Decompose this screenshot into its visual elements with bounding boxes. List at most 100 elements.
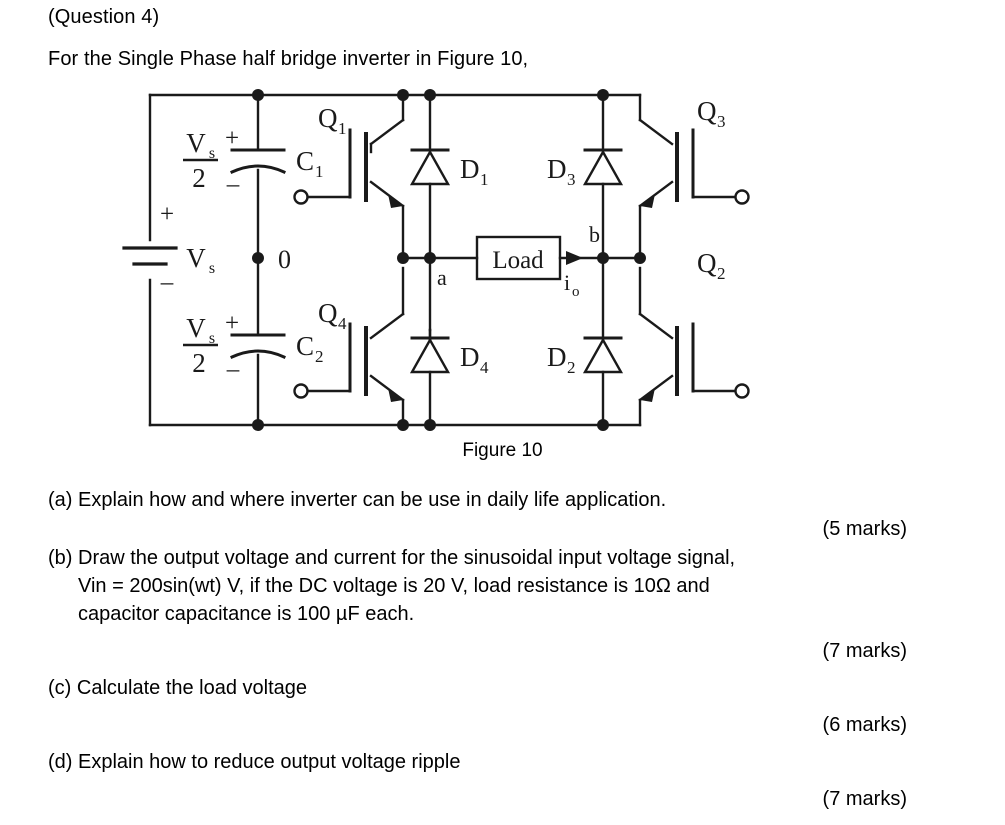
q1-collector-diagonal [369,118,405,146]
part-c-text: (c) Calculate the load voltage [48,677,308,699]
part-b-text-block: (b) Draw the output voltage and current … [0,544,1005,628]
transistor-q1-symbol: Q [318,103,338,133]
c2-plus-sign: + [225,310,239,337]
diode-d4-symbol: D [460,342,480,372]
q2-gate-terminal [734,383,750,399]
q4-emitter-arrow [388,388,403,402]
spacer-cd [0,740,1005,748]
half-voltage-bottom-numerator: V [186,313,206,343]
half-voltage-top-numerator-sub: s [209,145,215,162]
part-d-marks: (7 marks) [822,788,907,810]
part-d: (d) Explain how to reduce output voltage… [0,748,1005,814]
spacer-c [0,702,1005,710]
part-c: (c) Calculate the load voltage (6 marks) [0,674,1005,740]
capacitor-c1-plate-curved [230,164,286,174]
part-a-text: (a) Explain how and where inverter can b… [48,489,667,511]
figure-caption: Figure 10 [462,440,543,461]
q1-gate-terminal [293,189,309,205]
capacitor-c1-subscript: 1 [315,162,324,181]
c1-plus-sign: + [225,125,239,152]
q4-gate-terminal [293,383,309,399]
source-minus-sign: – [160,269,174,296]
c1-minus-sign: – [226,171,240,198]
node-a-label: a [437,265,447,290]
part-c-marks: (6 marks) [822,714,907,736]
part-a: (a) Explain how and where inverter can b… [0,486,1005,544]
question-parts-list: (a) Explain how and where inverter can b… [0,486,1005,814]
q3-gate-terminal [734,189,750,205]
q3-emitter-arrow [640,194,655,208]
q3-collector-diagonal [638,118,674,146]
load-label: Load [492,247,544,274]
label-capacitor-c1: C 1 [296,146,324,181]
junction-dot-node-a [424,252,436,264]
q2-collector-diagonal [638,312,674,340]
question-intro-text: For the Single Phase half bridge inverte… [48,48,529,70]
transistor-q1-subscript: 1 [338,119,347,138]
diode-d1-symbol: D [460,154,480,184]
diode-d3-subscript: 3 [567,170,576,189]
load-box [475,235,562,281]
diode-d1-subscript: 1 [480,170,489,189]
part-b-line-2: Vin = 200sin(wt) V, if the DC voltage is… [78,575,710,597]
c2-minus-sign: – [226,356,240,383]
circuit-figure: V s 2 V s 2 + – + – + – V [0,82,1005,442]
part-b-line-3: capacitor capacitance is 100 µF each. [78,603,415,625]
label-diode-d1: D 1 [460,154,489,189]
label-half-voltage-bottom: V s 2 [183,313,218,378]
d3-triangle [582,149,624,186]
half-voltage-bottom-denominator: 2 [192,348,206,378]
junction-dot-bottom-cap [252,419,264,431]
transistor-q2-subscript: 2 [717,264,726,283]
transistor-q3-subscript: 3 [717,112,726,131]
capacitor-c2-symbol: C [296,331,314,361]
junction-dot-node-b [597,252,609,264]
current-io-arrow [566,251,583,265]
label-diode-d2: D 2 [547,342,576,377]
capacitor-c2-subscript: 2 [315,347,324,366]
junction-dot-node-b-right [634,252,646,264]
transistor-q4-subscript: 4 [338,314,347,333]
d4-triangle [409,337,451,374]
source-voltage-symbol: V [186,243,206,273]
current-io-symbol: i [564,270,570,295]
part-a-marks: (5 marks) [822,518,907,540]
junction-dot-bottom-d2 [597,419,609,431]
question-header: (Question 4) [48,6,160,28]
label-half-voltage-top: V s 2 [183,128,218,193]
part-b-marks: (7 marks) [822,640,907,662]
junction-dot-node-zero [252,252,264,264]
node-b-label: b [589,222,600,247]
spacer-b [0,628,1005,636]
junction-dot-top-d3 [597,89,609,101]
spacer-d [0,776,1005,784]
junction-dot-top-q1 [397,89,409,101]
q1-emitter-arrow [388,194,403,208]
spacer-bc [0,666,1005,674]
part-b: (b) Draw the output voltage and current … [0,544,1005,666]
junction-dot-top-cap [252,89,264,101]
source-plus-sign: + [160,201,174,228]
node-zero-label: 0 [278,245,291,274]
q2-emitter-arrow [640,388,655,402]
junction-dot-top-d1 [424,89,436,101]
label-transistor-q3: Q 3 [697,96,726,131]
label-transistor-q4: Q 4 [318,298,347,333]
junction-dot-node-a-left [397,252,409,264]
capacitor-c1-symbol: C [296,146,314,176]
half-voltage-bottom-numerator-sub: s [209,330,215,347]
half-voltage-top-numerator: V [186,128,206,158]
transistor-q3-symbol: Q [697,96,717,126]
label-diode-d3: D 3 [547,154,576,189]
part-b-line-1: (b) Draw the output voltage and current … [48,547,736,569]
current-io-subscript: o [572,284,580,300]
half-bridge-inverter-schematic: V s 2 V s 2 + – + – + – V [122,89,750,431]
diode-d4-subscript: 4 [480,358,489,377]
label-transistor-q1: Q 1 [318,103,347,138]
label-capacitor-c2: C 2 [296,331,324,366]
d2-triangle [582,337,624,374]
q4-collector-diagonal [369,312,405,340]
diode-d2-symbol: D [547,342,567,372]
source-voltage-subscript: s [209,260,215,277]
